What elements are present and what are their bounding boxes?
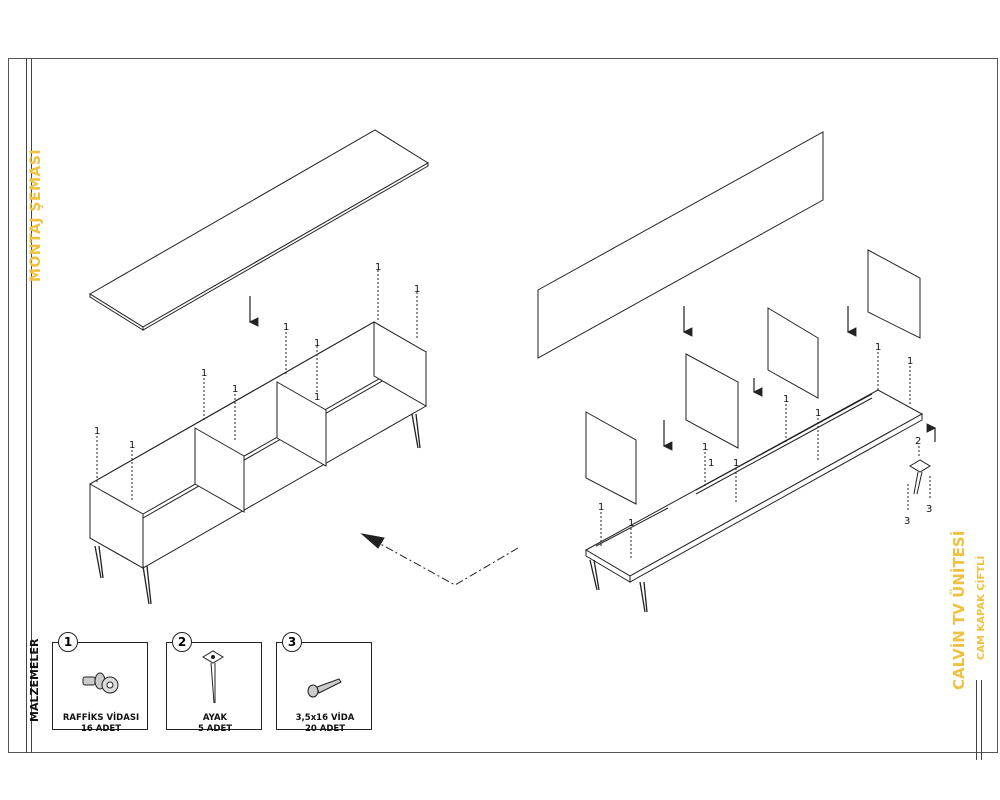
callout-3: 3 (926, 504, 932, 515)
raffix-screw-icon (82, 672, 119, 694)
right-arrows (662, 306, 937, 451)
shelf-panels (585, 249, 921, 505)
material-2-name: AYAK (202, 713, 228, 723)
left-screw-guides (96, 270, 418, 500)
material-2-caption: AYAK 5 ADET (167, 713, 263, 735)
callout-1: 1 (283, 322, 289, 333)
material-card-2: AYAK 5 ADET (166, 642, 262, 734)
material-card-3: 3,5x16 VİDA 20 ADET (276, 642, 372, 734)
callout-1: 1 (232, 384, 238, 395)
material-3-name: 3,5x16 VİDA (295, 713, 355, 723)
cabinet-legs (94, 413, 421, 605)
material-1-qty: 16 ADET (80, 724, 122, 734)
callout-1: 1 (375, 262, 381, 273)
glass-door-panel (537, 131, 824, 359)
callout-1: 1 (94, 426, 100, 437)
callout-1: 1 (314, 392, 320, 403)
callout-labels: 1 1 1 1 1 1 1 1 1 1 1 1 1 1 1 1 1 1 2 3 … (94, 262, 932, 529)
callout-1: 1 (414, 284, 420, 295)
wood-screw-icon (307, 678, 342, 698)
callout-2: 2 (915, 436, 921, 447)
material-3-caption: 3,5x16 VİDA 20 ADET (277, 713, 373, 735)
base-legs (589, 559, 648, 613)
arrow-head (360, 533, 385, 549)
bottom-panel (584, 389, 924, 583)
callout-1: 1 (708, 458, 714, 469)
material-number-2: 2 (172, 632, 192, 652)
right-screw-guides (600, 352, 931, 560)
material-1-name: RAFFİKS VİDASI (62, 713, 140, 723)
callout-1: 1 (628, 518, 634, 529)
callout-1: 1 (702, 442, 708, 453)
callout-3: 3 (904, 516, 910, 527)
material-3-qty: 20 ADET (304, 724, 346, 734)
callout-1: 1 (201, 368, 207, 379)
leg-plate-detail (909, 459, 931, 495)
material-number-1: 1 (58, 632, 78, 652)
leg-icon (202, 650, 224, 704)
callout-1: 1 (598, 502, 604, 513)
callout-1: 1 (907, 356, 913, 367)
direction-arrow (365, 535, 519, 586)
material-2-qty: 5 ADET (197, 724, 233, 734)
cabinet-carcass (89, 321, 427, 569)
callout-1: 1 (875, 342, 881, 353)
material-1-caption: RAFFİKS VİDASI 16 ADET (53, 713, 149, 735)
callout-1: 1 (815, 408, 821, 419)
material-number-3: 3 (282, 632, 302, 652)
callout-1: 1 (733, 458, 739, 469)
callout-1: 1 (314, 338, 320, 349)
top-panel (89, 129, 429, 331)
callout-1: 1 (783, 394, 789, 405)
right-title-bar (976, 680, 982, 760)
left-title-bar (26, 58, 32, 753)
drawing-frame (8, 58, 998, 753)
callout-1: 1 (129, 440, 135, 451)
material-card-1: RAFFİKS VİDASI 16 ADET (52, 642, 148, 734)
